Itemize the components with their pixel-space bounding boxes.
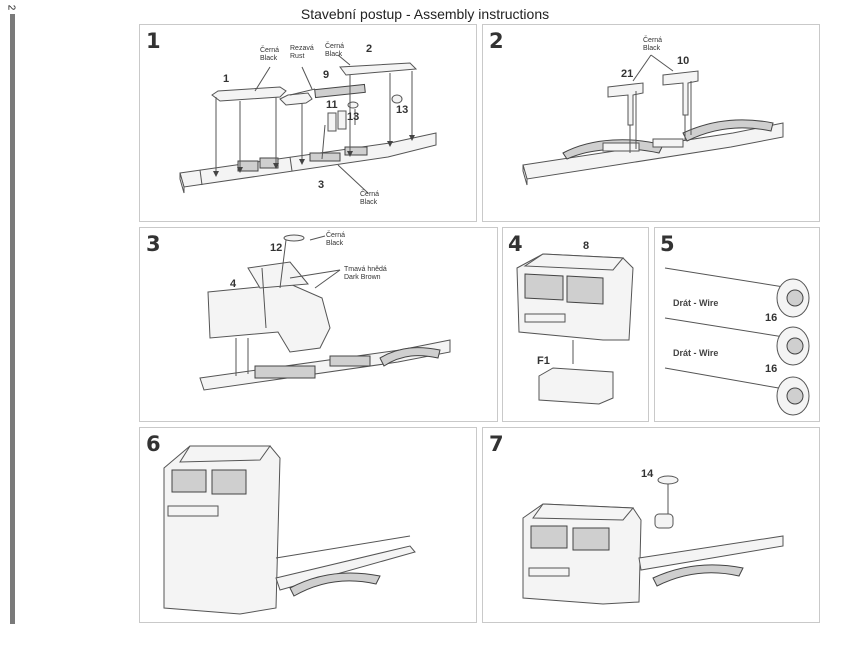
step-number: 4 (508, 232, 523, 256)
part-number: 10 (677, 55, 690, 67)
step-2-drawing (522, 54, 784, 186)
callout-rust: Rezavá Rust (290, 45, 314, 60)
step-number: 3 (146, 232, 161, 256)
part-number: 4 (230, 278, 237, 290)
step-1-panel: 1 (139, 24, 477, 222)
left-edge-bar (10, 14, 15, 624)
step-4-drawing (516, 253, 634, 405)
step-number: 6 (146, 432, 161, 456)
callout-black: Černá Black (326, 232, 346, 247)
step-7-drawing (522, 475, 784, 605)
callout-black: Černá Black (325, 43, 345, 58)
part-number: 8 (583, 240, 590, 252)
wire-label: Drát - Wire (673, 348, 719, 358)
step-5-drawing (664, 267, 810, 416)
part-number: 16 (765, 363, 778, 375)
part-number: 21 (621, 68, 634, 80)
wire-label: Drát - Wire (673, 298, 719, 308)
part-number: 14 (641, 468, 654, 480)
step-2-panel: 2 Černá Black 21 10 (482, 24, 820, 222)
part-number: 9 (323, 69, 330, 81)
part-number: 11 (326, 99, 338, 111)
step-1-drawing (179, 54, 437, 194)
step-6-panel: 6 (139, 427, 477, 623)
part-number: 3 (318, 179, 325, 191)
step-6-drawing (163, 445, 416, 615)
part-number: 2 (366, 43, 373, 55)
callout-black: Černá Black (360, 191, 380, 206)
step-number: 2 (489, 29, 504, 53)
step-3-panel: 3 Černá Black Tmavá hnědá Dark Brown 12 … (139, 227, 498, 422)
part-number: 1 (223, 73, 230, 85)
step-3-drawing (199, 234, 451, 391)
step-5-panel: 5 Drát - Wire Drát - Wire 16 16 (654, 227, 820, 422)
part-number: 12 (270, 242, 283, 254)
callout-black: Černá Black (643, 37, 663, 52)
callout-black: Černá Black (260, 47, 280, 62)
step-number: 7 (489, 432, 504, 456)
step-4-panel: 4 8 F1 (502, 227, 649, 422)
step-number: 5 (660, 232, 675, 256)
part-number: 13 (396, 104, 409, 116)
step-number: 1 (146, 29, 161, 53)
part-number: 16 (765, 312, 778, 324)
part-number: 13 (347, 111, 360, 123)
callout-dark-brown: Tmavá hnědá Dark Brown (344, 266, 387, 281)
page-title: Stavební postup - Assembly instructions (300, 6, 550, 22)
part-number: F1 (537, 355, 550, 367)
step-7-panel: 7 14 (482, 427, 820, 623)
